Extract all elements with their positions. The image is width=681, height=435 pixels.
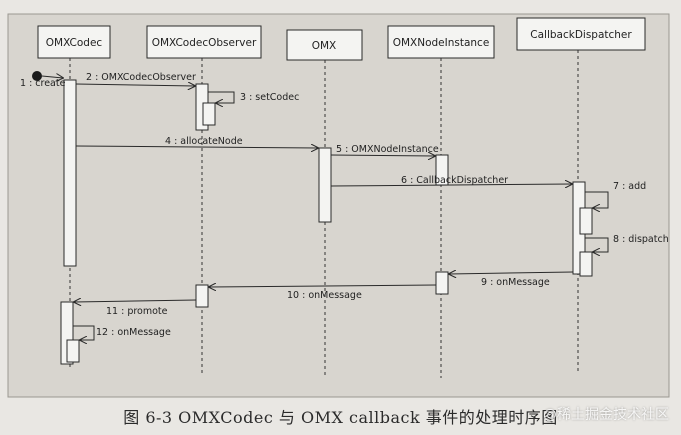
message-label-4: 4 : allocateNode: [165, 136, 243, 147]
participant-box: [516, 17, 646, 51]
message-label-12: 12 : onMessage: [96, 327, 171, 338]
participant-box: [37, 25, 111, 59]
message-arrow-4: [75, 146, 318, 148]
message-arrow-10: [209, 285, 437, 287]
participant-box: [387, 25, 495, 59]
activation-bar-dispatcher-add: [579, 207, 593, 235]
participant-dispatcher: CallbackDispatcher: [516, 17, 646, 372]
activation-bar-omxcodec: [63, 79, 77, 267]
message-arrow-2: [75, 84, 195, 86]
start-node: [32, 71, 42, 81]
participant-label: OMXCodecObserver: [152, 37, 257, 49]
message-arrow-9: [449, 272, 574, 274]
message-label-11: 11 : promote: [106, 306, 168, 317]
participant-observer: OMXCodecObserver: [146, 25, 262, 375]
participant-omxcodec: OMXCodec: [37, 25, 111, 368]
message-label-7: 7 : add: [613, 181, 646, 192]
participant-label: OMX: [312, 40, 337, 52]
activation-bar-observer-callback: [195, 284, 209, 308]
message-label-8: 8 : dispatch: [613, 234, 669, 245]
message-arrow-6: [330, 184, 572, 186]
figure-caption: 图 6-3 OMXCodec 与 OMX callback 事件的处理时序图: [123, 408, 558, 427]
message-label-1: 1 : create: [20, 78, 66, 89]
participant-box: [146, 25, 262, 59]
sequence-diagram: OMXCodec OMXCodecObserver OMX OMXNodeIns…: [7, 13, 670, 398]
message-arrow-7: [585, 191, 609, 208]
message-label-5: 5 : OMXNodeInstance: [336, 144, 439, 155]
message-arrow-1: [41, 76, 63, 78]
message-arrow-12: [73, 325, 95, 340]
participant-nodeinstance: OMXNodeInstance: [387, 25, 495, 378]
message-label-10: 10 : onMessage: [287, 290, 362, 301]
participant-label: CallbackDispatcher: [530, 29, 632, 41]
message-arrow-8: [585, 237, 609, 252]
diagram-panel: [7, 13, 670, 398]
message-label-3: 3 : setCodec: [240, 92, 299, 103]
message-label-9: 9 : onMessage: [481, 277, 550, 288]
activation-bar-nodeinstance-callback: [435, 271, 449, 295]
message-label-6: 6 : CallbackDispatcher: [401, 175, 508, 186]
activation-bar-omxcodec-nested: [66, 339, 80, 363]
activation-bar-omx: [318, 147, 332, 223]
participant-label: OMXNodeInstance: [393, 37, 490, 49]
message-arrow-11: [74, 300, 197, 302]
participant-omx: OMX: [286, 29, 363, 378]
participant-label: OMXCodec: [46, 37, 103, 49]
message-arrow-5: [330, 155, 435, 156]
watermark: @稀土掘金技术社区: [543, 407, 669, 423]
message-arrow-3: [208, 91, 235, 103]
activation-bar-observer-nested: [202, 102, 216, 126]
activation-bar-dispatcher-dispatch: [579, 251, 593, 277]
message-label-2: 2 : OMXCodecObserver: [86, 72, 196, 83]
